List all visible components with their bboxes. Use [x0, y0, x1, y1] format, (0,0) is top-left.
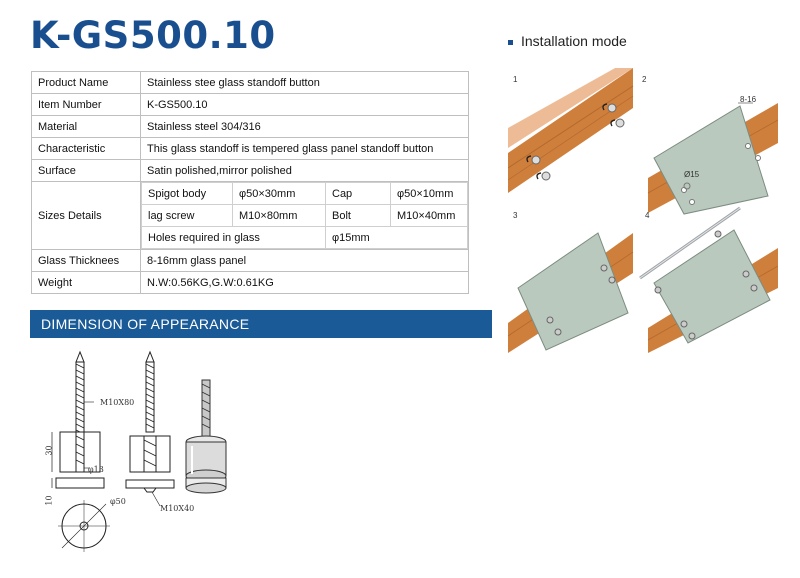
- spec-value-product-name: Stainless stee glass standoff button: [140, 71, 469, 94]
- cap-value: φ50×10mm: [390, 182, 468, 205]
- step-2-number: 2: [642, 75, 647, 84]
- spec-key-characteristic: Characteristic: [31, 137, 141, 160]
- dimension-drawing: [51, 350, 227, 552]
- spec-key-product-name: Product Name: [31, 71, 141, 94]
- sizes-subtable: Spigot body φ50×30mm Cap φ50×10mm lag sc…: [141, 182, 468, 249]
- step-4-number: 4: [645, 211, 650, 220]
- install-step-4-panel: [639, 206, 778, 353]
- cap-label: Cap: [325, 182, 391, 205]
- table-row: Item Number K-GS500.10: [31, 93, 469, 116]
- spec-value-weight: N.W:0.56KG,G.W:0.61KG: [140, 271, 469, 294]
- spec-value-item-number: K-GS500.10: [140, 93, 469, 116]
- table-row: Weight N.W:0.56KG,G.W:0.61KG: [31, 271, 469, 294]
- spec-key-sizes: Sizes Details: [31, 181, 141, 250]
- spec-key-glass: Glass Thicknees: [31, 249, 141, 272]
- spec-key-material: Material: [31, 115, 141, 138]
- sizes-cell: Spigot body φ50×30mm Cap φ50×10mm lag sc…: [140, 181, 469, 250]
- holes-label: Holes required in glass: [141, 226, 326, 249]
- table-row: Sizes Details Spigot body φ50×30mm Cap φ…: [31, 181, 469, 250]
- table-row: Characteristic This glass standoff is te…: [31, 137, 469, 160]
- diameter-50-label: φ50: [110, 497, 126, 506]
- spec-value-glass: 8-16mm glass panel: [140, 249, 469, 272]
- spec-value-material: Stainless steel 304/316: [140, 115, 469, 138]
- spec-value-surface: Satin polished,mirror polished: [140, 159, 469, 182]
- dimension-heading: DIMENSION OF APPEARANCE: [30, 310, 492, 338]
- standoff-3d-view: [185, 379, 227, 494]
- install-step-1-panel: [508, 68, 634, 193]
- installation-illustration: [508, 68, 778, 353]
- table-row: Surface Satin polished,mirror polished: [31, 159, 469, 182]
- spec-key-surface: Surface: [31, 159, 141, 182]
- spigot-label: Spigot body: [141, 182, 233, 205]
- install-step-2-panel: [647, 102, 778, 215]
- lag-value: M10×80mm: [232, 204, 326, 227]
- bolt-label: Bolt: [325, 204, 391, 227]
- installation-heading: Installation mode: [508, 33, 627, 49]
- product-title: K-GS500.10: [30, 14, 276, 57]
- install-step-3-panel: [508, 232, 634, 353]
- lag-screw-elevation: [51, 350, 110, 552]
- bolt-size-label: M10X40: [160, 504, 195, 513]
- bolt-value: M10×40mm: [390, 204, 468, 227]
- installation-heading-text: Installation mode: [521, 33, 627, 49]
- bullet-square-icon: [508, 39, 513, 45]
- bolt-elevation: [125, 350, 175, 507]
- spec-key-weight: Weight: [31, 271, 141, 294]
- table-row: Glass Thicknees 8-16mm glass panel: [31, 249, 469, 272]
- table-row: Material Stainless steel 304/316: [31, 115, 469, 138]
- spec-table: Product Name Stainless stee glass stando…: [31, 71, 469, 294]
- step-1-number: 1: [513, 75, 518, 84]
- spec-value-characteristic: This glass standoff is tempered glass pa…: [140, 137, 469, 160]
- hole-diameter-label: Ø15: [684, 170, 700, 179]
- spec-key-item-number: Item Number: [31, 93, 141, 116]
- glass-thickness-range-label: 8-16: [740, 95, 757, 104]
- diameter-13-label: φ13: [88, 465, 104, 474]
- step-3-number: 3: [513, 211, 518, 220]
- holes-value: φ15mm: [325, 226, 468, 249]
- height-30-label: 30: [44, 445, 54, 456]
- lag-label: lag screw: [141, 204, 233, 227]
- spigot-value: φ50×30mm: [232, 182, 326, 205]
- screw-size-label: M10X80: [100, 398, 135, 407]
- table-row: Product Name Stainless stee glass stando…: [31, 71, 469, 94]
- height-10-label: 10: [44, 495, 54, 506]
